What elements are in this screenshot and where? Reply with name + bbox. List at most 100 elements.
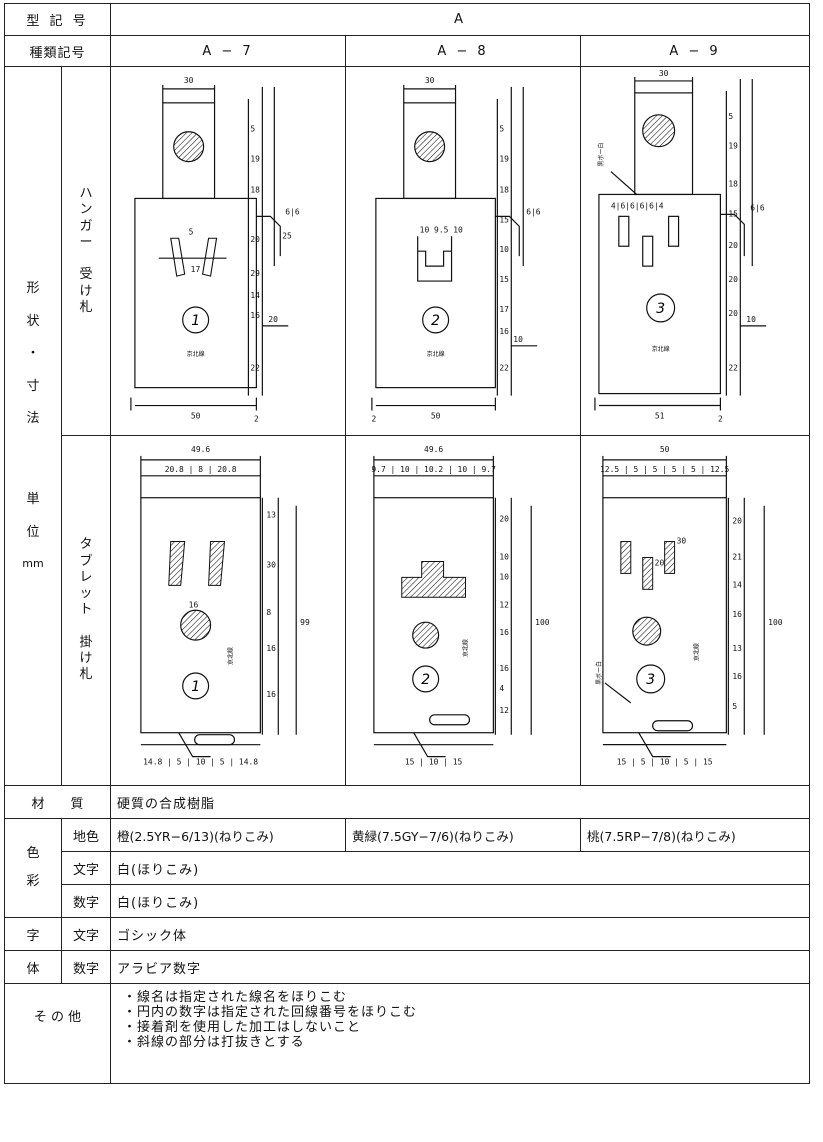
other-notes: ・線名は指定された線名をほりこむ ・円内の数字は指定された回線番号をほりこむ ・… (110, 983, 811, 1084)
svg-text:2: 2 (421, 672, 430, 688)
svg-text:8: 8 (266, 608, 271, 617)
svg-text:5: 5 (499, 125, 504, 134)
svg-text:5: 5 (732, 702, 737, 711)
svg-text:50: 50 (431, 412, 441, 421)
svg-text:京北線: 京北線 (461, 639, 469, 657)
svg-text:3: 3 (646, 672, 655, 688)
svg-text:10: 10 (746, 315, 756, 324)
circle-number-3 (646, 293, 676, 323)
hanger-row: 形 状 ・ 寸 法 単 位 mm ハ ン ガ ー 受 け 札 (4, 66, 811, 786)
svg-text:18: 18 (728, 180, 738, 189)
circle-number-2 (422, 306, 450, 334)
svg-text:20: 20 (250, 236, 260, 245)
other-row: そ の 他 ・線名は指定された線名をほりこむ ・円内の数字は指定された回線番号を… (3, 983, 811, 1084)
svg-text:29: 29 (250, 269, 260, 278)
svg-text:2: 2 (718, 415, 723, 424)
font-text-value: ゴシック体 (110, 917, 811, 951)
note-item: ・線名は指定された線名をほりこむ (123, 990, 348, 1005)
svg-text:51: 51 (655, 412, 665, 421)
tablet-label: タ ブ レ ッ ト 掛 け 札 (60, 435, 112, 786)
svg-text:14: 14 (250, 291, 260, 300)
svg-text:16: 16 (250, 311, 260, 320)
svg-text:京北線: 京北線 (693, 643, 701, 661)
svg-text:京北線: 京北線 (652, 345, 670, 353)
svg-text:19: 19 (499, 155, 509, 164)
svg-text:15 | 5 | 10 | 5 | 15: 15 | 5 | 10 | 5 | 15 (617, 758, 713, 767)
other-label: そ の 他 (3, 983, 112, 1084)
svg-text:100: 100 (768, 618, 783, 627)
font-number-value: アラビア数字 (110, 950, 811, 984)
svg-text:14.8 | 5 | 10 | 5 | 14.8: 14.8 | 5 | 10 | 5 | 14.8 (143, 758, 258, 767)
svg-text:16: 16 (499, 628, 509, 637)
tablet-drawing-a7: 1 49.6 20.8 | 8 | 20.8 14.8 | 5 | 10 | 5… (110, 435, 347, 786)
svg-text:20: 20 (728, 309, 738, 318)
svg-text:15: 15 (499, 275, 509, 284)
model-label: 型 記 号 (3, 3, 112, 36)
tablet-drawing-a8: 2 49.6 9.7 | 10 | 10.2 | 10 | 9.7 15 | 1… (345, 435, 582, 786)
color-text-row: 文字 白(ほりこみ) (5, 851, 811, 885)
svg-text:14: 14 (732, 581, 742, 590)
color-ground-row: 色彩 地色 橙(2.5YR−6/13)(ねりこみ) 黄緑(7.5GY−7/6)(… (4, 818, 811, 918)
svg-text:2: 2 (371, 415, 376, 424)
svg-text:5: 5 (728, 112, 733, 121)
font-text-row: 字 文字 ゴシック体 (4, 917, 811, 951)
material-value: 硬質の合成樹脂 (110, 785, 811, 819)
svg-text:30: 30 (266, 561, 276, 570)
ground-color-a7: 橙(2.5YR−6/13)(ねりこみ) (110, 818, 347, 852)
svg-text:20: 20 (655, 559, 665, 568)
svg-text:20: 20 (268, 315, 278, 324)
svg-text:2: 2 (254, 415, 259, 424)
svg-text:49.6: 49.6 (424, 445, 443, 454)
svg-text:京北線: 京北線 (427, 350, 445, 358)
tablet-circle-number-3 (636, 664, 666, 694)
svg-text:21: 21 (732, 553, 742, 562)
svg-text:12.5 | 5 | 5 | 5 | 5 | 12.5: 12.5 | 5 | 5 | 5 | 5 | 12.5 (600, 465, 729, 474)
svg-text:9.7 | 10 | 10.2 | 10 | 9.7: 9.7 | 10 | 10.2 | 10 | 9.7 (371, 465, 496, 474)
svg-text:10: 10 (499, 553, 509, 562)
svg-text:6|6: 6|6 (750, 204, 765, 213)
svg-text:15: 15 (499, 216, 509, 225)
svg-text:16: 16 (732, 610, 742, 619)
svg-text:19: 19 (728, 142, 738, 151)
svg-text:22: 22 (728, 364, 738, 373)
svg-text:20: 20 (732, 517, 742, 526)
material-label: 材 質 (3, 785, 112, 819)
svg-text:20: 20 (728, 242, 738, 251)
font-number-row: 体 数字 アラビア数字 (4, 950, 811, 984)
model-row: 型 記 号 A (3, 3, 811, 36)
svg-text:京北線: 京北線 (187, 350, 205, 358)
svg-text:100: 100 (535, 618, 550, 627)
svg-text:19: 19 (250, 155, 260, 164)
svg-text:30: 30 (425, 76, 435, 85)
number-color-label: 数字 (60, 884, 112, 918)
type-a7: A − 7 (110, 35, 347, 67)
type-a9: A − 9 (580, 35, 811, 67)
svg-text:12: 12 (499, 601, 509, 610)
svg-text:30: 30 (659, 69, 669, 78)
svg-text:10: 10 (499, 245, 509, 254)
svg-text:京北線: 京北線 (226, 647, 234, 665)
svg-text:4: 4 (499, 684, 504, 693)
type-row: 種類記号 A − 7 A − 8 A − 9 (3, 35, 811, 67)
svg-text:10: 10 (513, 335, 523, 344)
type-label: 種類記号 (3, 35, 112, 67)
hanger-label: ハ ン ガ ー 受 け 札 (60, 66, 112, 436)
font-text-label: 文字 (60, 917, 112, 951)
svg-text:20.8 | 8 | 20.8: 20.8 | 8 | 20.8 (165, 465, 237, 474)
svg-text:6|6: 6|6 (285, 208, 300, 217)
svg-text:5: 5 (250, 125, 255, 134)
svg-text:50: 50 (660, 445, 670, 454)
note-item: ・接着剤を使用した加工はしないこと (123, 1020, 362, 1035)
svg-text:15: 15 (728, 210, 738, 219)
svg-text:6|6: 6|6 (526, 208, 541, 217)
material-row: 材 質 硬質の合成樹脂 (3, 785, 811, 819)
hanger-diagram-a9: 3 京北線 30 51 2 黒ボー白 5191815202020226|64|6… (594, 69, 767, 424)
tablet-diagram-a7: 1 49.6 20.8 | 8 | 20.8 14.8 | 5 | 10 | 5… (140, 445, 310, 767)
svg-text:16: 16 (499, 327, 509, 336)
svg-text:16: 16 (732, 672, 742, 681)
